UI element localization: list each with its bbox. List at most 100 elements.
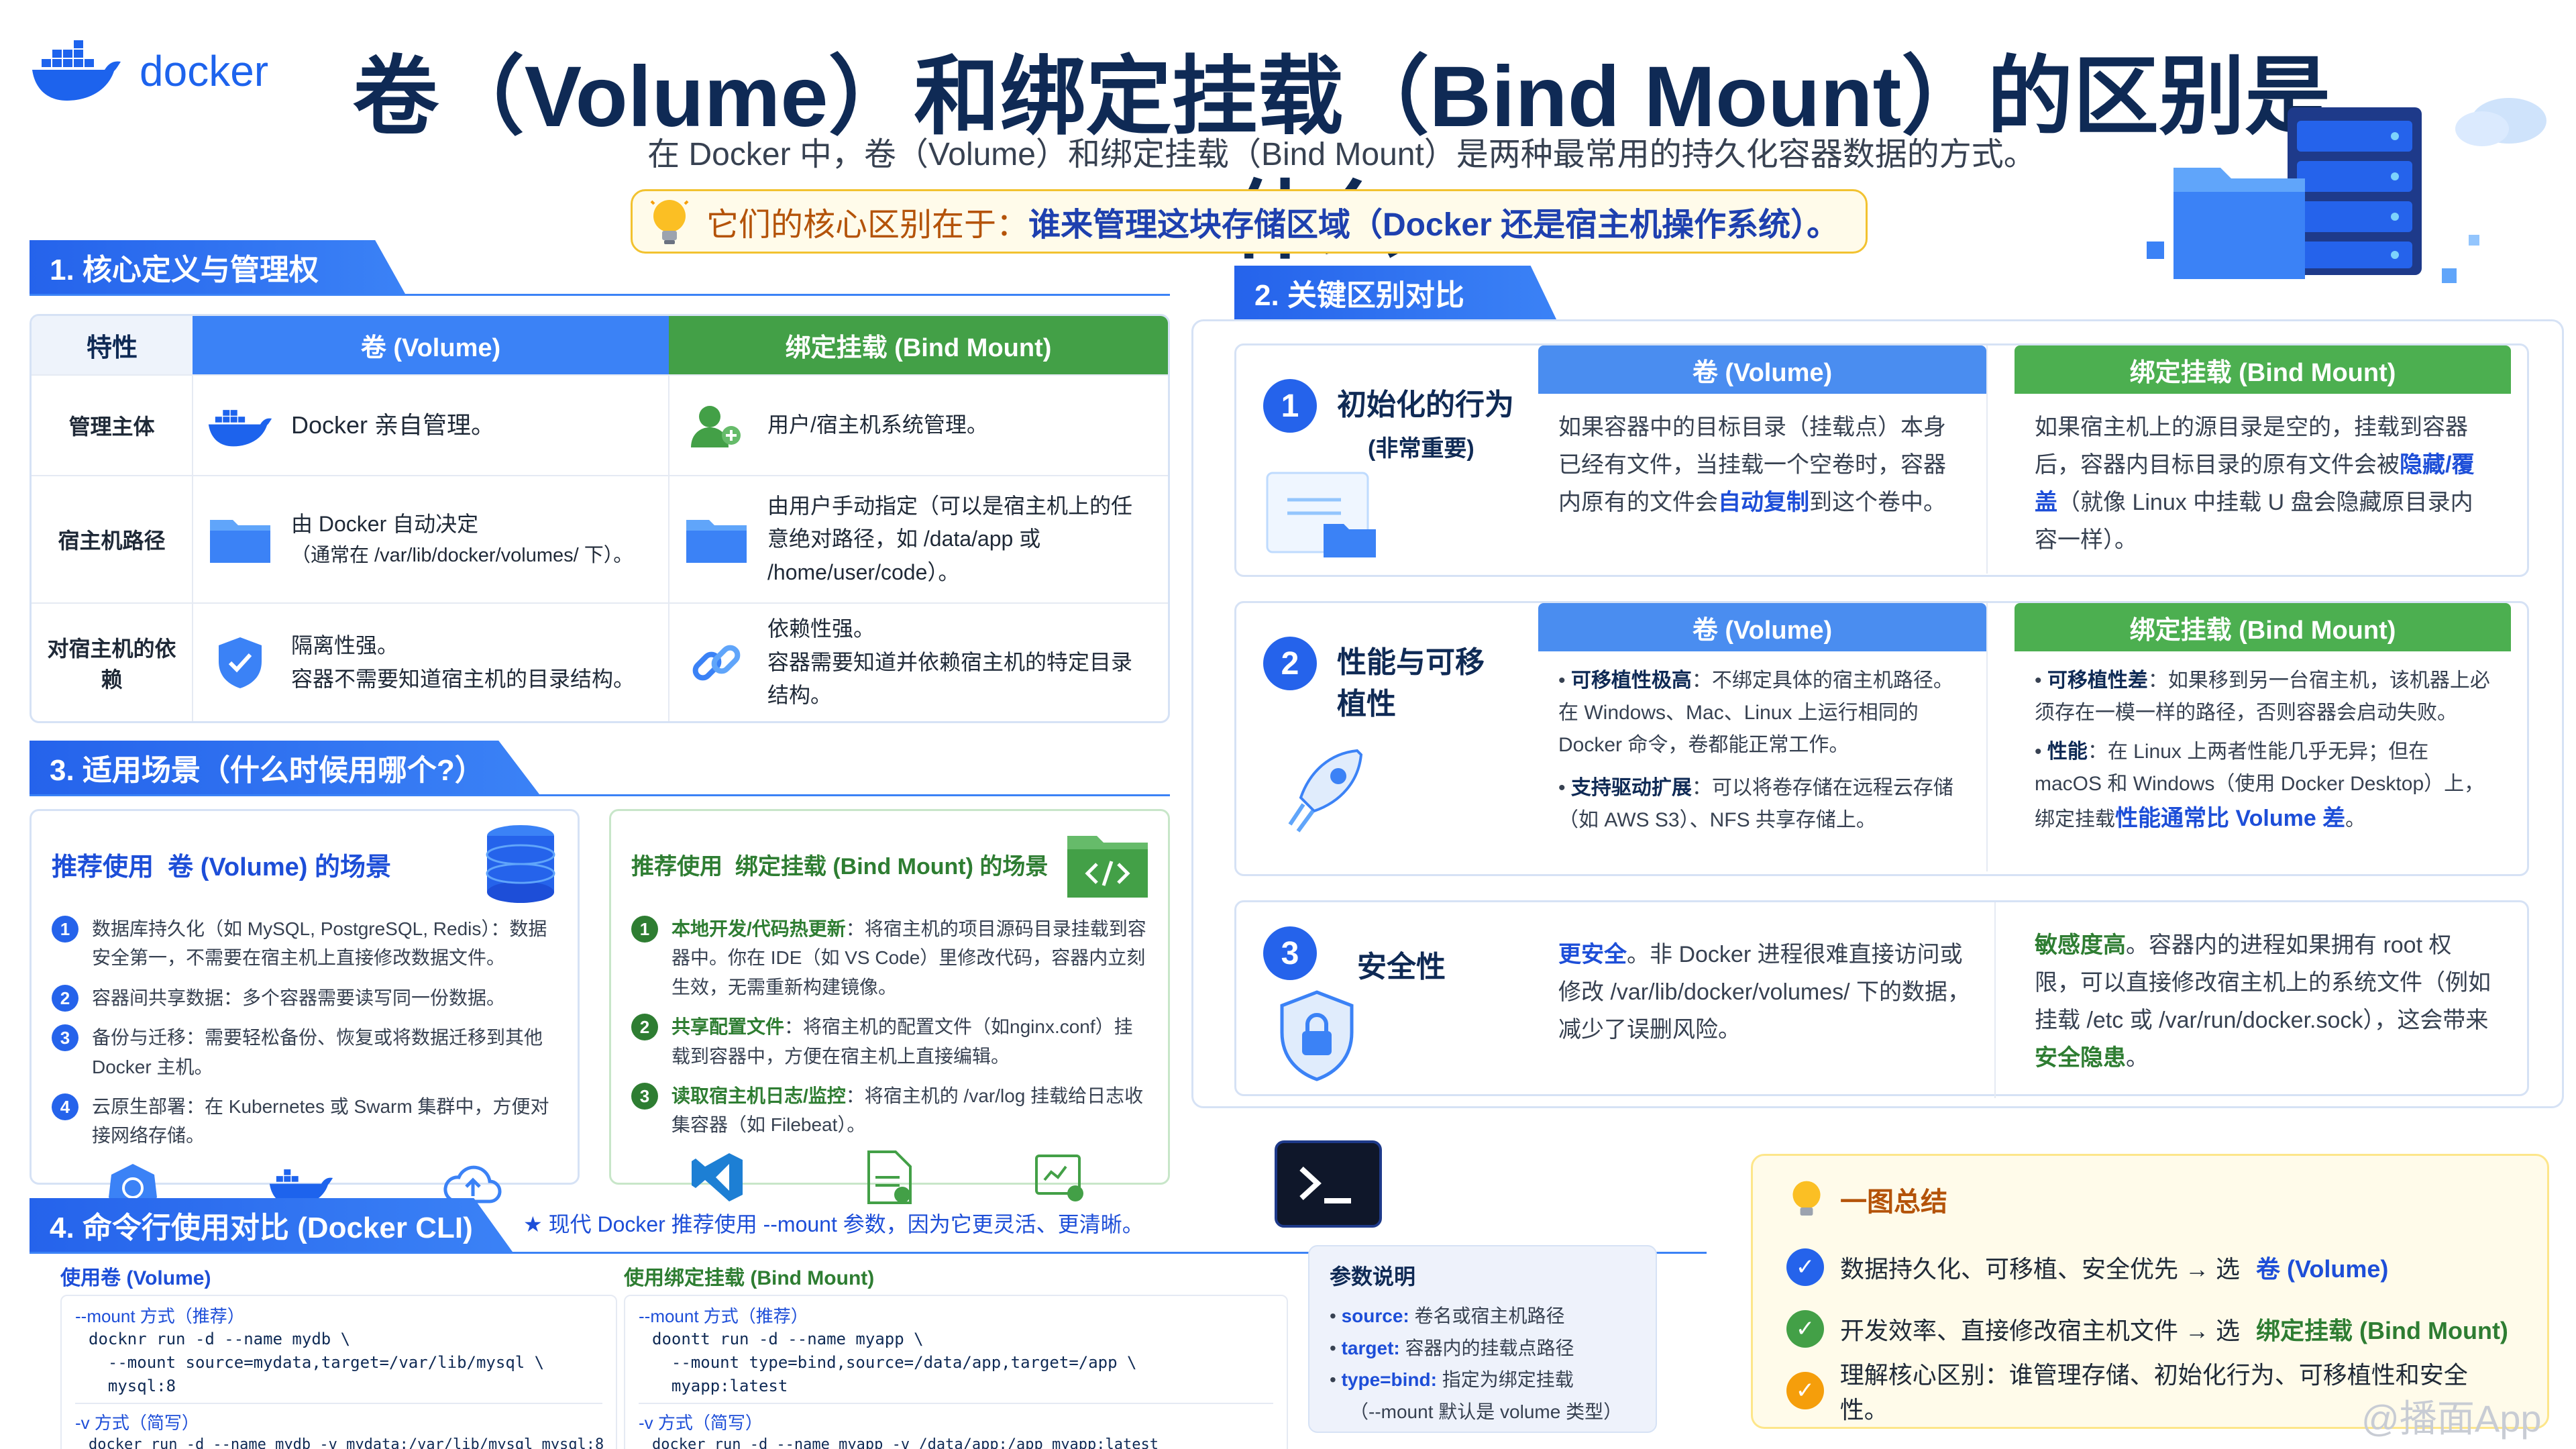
note-text: 现代 Docker 推荐使用 --mount 参数，因为它更灵活、更清晰。: [548, 1212, 1144, 1236]
cell-text: 依赖性强。: [767, 616, 875, 641]
volume-cli-label: 使用卷 (Volume): [60, 1267, 211, 1289]
section3-header: 3. 适用场景（什么时候用哪个?）: [30, 741, 539, 794]
database-icon: [486, 825, 555, 903]
cell-text: 由用户手动指定（可以是宿主机上的任意绝对路径，如 /data/app 或 /ho…: [767, 493, 1133, 584]
init-bind-text: 如果宿主机上的源目录是空的，挂载到容器后，容器内目标目录的原有文件会被隐藏/覆盖…: [2035, 415, 2475, 553]
v-label: -v 方式（简写）: [75, 1413, 199, 1434]
row-label: 管理主体: [32, 375, 193, 476]
volume-head: 卷 (Volume): [1538, 603, 1986, 651]
compare-card-perf: 2 性能与可移植性 卷 (Volume) • 可移植性极高：不绑定具体的宿主机路…: [1234, 601, 2529, 876]
section1-header: 1. 核心定义与管理权: [30, 240, 405, 294]
core-difference-banner: 它们的核心区别在于： 谁来管理这块存储区域（Docker 还是宿主机操作系统）。: [631, 189, 1868, 254]
params-box: 参数说明 • source: 卷名或宿主机路径 • target: 容器内的挂载…: [1308, 1245, 1657, 1433]
document-folder-icon: [1266, 472, 1376, 557]
docker-whale-icon: [32, 40, 121, 101]
cell-text: Docker 亲自管理。: [291, 411, 496, 439]
card-title: 初始化的行为: [1337, 388, 1514, 421]
volume-v-code: docker run -d --name mydb -v mydata:/var…: [89, 1436, 604, 1449]
server-folder-illustration: [2147, 98, 2546, 283]
bind-mount-code: doontt run -d --name myapp \ --mount typ…: [652, 1330, 1137, 1395]
check-icon: ✓: [1786, 1248, 1824, 1286]
num-badge: 1: [1263, 379, 1317, 433]
rocket-icon: [1288, 749, 1363, 833]
compare-card-security: 3 安全性 更安全。非 Docker 进程很难直接访问或修改 /var/lib/…: [1234, 900, 2529, 1098]
section2-title: 2. 关键区别对比: [1234, 266, 1556, 319]
watermark: @播面App: [2361, 1397, 2542, 1440]
summary-item: ✓理解核心区别：谁管理存储、初始化行为、可移植性和安全性。: [1786, 1360, 2514, 1424]
docker-logo: docker: [30, 39, 268, 103]
num-badge: 3: [1263, 926, 1317, 980]
card-title: 安全性: [1357, 951, 1446, 983]
perf-bind-text: • 可移植性差：如果移到另一台宿主机，该机器上必须存在一模一样的路径，否则容器会…: [2035, 669, 2490, 831]
summary-title: 一图总结: [1840, 1187, 1947, 1217]
shield-check-icon: [207, 636, 274, 690]
cell-note: （通常在 /var/lib/docker/volumes/ 下）。: [291, 545, 633, 567]
card-title: 性能与可移植性: [1337, 646, 1485, 720]
check-icon: ✓: [1786, 1310, 1824, 1348]
section3-divider: [30, 794, 1170, 796]
summary-item: ✓数据持久化、可移植、安全优先 → 选卷 (Volume): [1786, 1236, 2514, 1298]
bind-scenarios-title: 绑定挂载 (Bind Mount) 的场景: [735, 853, 1049, 879]
folder-icon: [683, 513, 750, 566]
param-row: • type=bind: 指定为绑定挂载: [1330, 1369, 1574, 1391]
bind-cli-label: 使用绑定挂载 (Bind Mount): [624, 1267, 875, 1289]
section1-divider: [30, 294, 1170, 296]
section4-header: 4. 命令行使用对比 (Docker CLI): [30, 1198, 513, 1252]
section4-divider: [30, 1252, 1707, 1254]
security-volume-text: 更安全。非 Docker 进程很难直接访问或修改 /var/lib/docker…: [1558, 942, 1971, 1043]
star-icon: ★: [523, 1212, 543, 1236]
compare-card-init: 1 初始化的行为 (非常重要) 卷 (Volume) 如果容器中的目标目录（挂载…: [1234, 343, 2529, 577]
col-volume: 卷 (Volume): [193, 316, 669, 376]
cell-text: 用户/宿主机系统管理。: [767, 413, 988, 437]
definition-table: 特性 卷 (Volume) 绑定挂载 (Bind Mount) 管理主体 Doc…: [30, 314, 1170, 723]
row-label: 宿主机路径: [32, 476, 193, 604]
num-badge: 2: [1263, 637, 1317, 690]
section4-title: 4. 命令行使用对比 (Docker CLI): [30, 1198, 513, 1252]
params-note: （--mount 默认是 volume 类型）: [1350, 1401, 1623, 1422]
bind-tag: 推荐使用: [631, 853, 722, 879]
mount-label: --mount 方式（推荐）: [75, 1306, 245, 1326]
folder-icon: [207, 513, 274, 566]
core-text: 谁来管理这块存储区域（Docker 还是宿主机操作系统）。: [1028, 207, 1839, 243]
security-bind-text: 敏感度高。容器内的进程如果拥有 root 权限，可以直接修改宿主机上的系统文件（…: [2035, 932, 2491, 1071]
config-file-icon: [867, 1150, 912, 1204]
bind-cli-block: 使用绑定挂载 (Bind Mount) --mount 方式（推荐） doont…: [624, 1261, 1288, 1449]
comparison-panel: [1191, 319, 2564, 1108]
lightbulb-icon: [650, 200, 689, 244]
cell-text: 由 Docker 自动决定: [291, 511, 479, 536]
volume-cli-block: 使用卷 (Volume) --mount 方式（推荐） docknr run -…: [60, 1261, 617, 1449]
logo-text: docker: [140, 47, 269, 95]
col-feature: 特性: [32, 316, 193, 376]
mount-label: --mount 方式（推荐）: [639, 1306, 808, 1326]
vscode-icon: [692, 1152, 743, 1201]
user-add-icon: [683, 398, 750, 452]
cell-text: 隔离性强。: [291, 633, 399, 657]
volume-tag: 推荐使用: [52, 853, 154, 881]
summary-item: ✓开发效率、直接修改宿主机文件 → 选绑定挂载 (Bind Mount): [1786, 1298, 2514, 1360]
table-row: 对宿主机的依赖 隔离性强。容器不需要知道宿主机的目录结构。 依赖性强。容器需要知…: [32, 603, 1168, 721]
summary-box: 一图总结 ✓数据持久化、可移植、安全优先 → 选卷 (Volume) ✓开发效率…: [1751, 1154, 2549, 1429]
param-row: • target: 容器内的挂载点路径: [1330, 1337, 1574, 1358]
bind-head: 绑定挂载 (Bind Mount): [2015, 603, 2511, 651]
section4-note: ★ 现代 Docker 推荐使用 --mount 参数，因为它更灵活、更清晰。: [523, 1208, 1144, 1238]
page-subtitle: 在 Docker 中，卷（Volume）和绑定挂载（Bind Mount）是两种…: [647, 137, 2036, 172]
volume-scenarios-title: 卷 (Volume) 的场景: [168, 853, 391, 881]
terminal-icon: [1275, 1140, 1382, 1228]
param-row: • source: 卷名或宿主机路径: [1330, 1305, 1565, 1326]
code-folder-icon: [1067, 836, 1148, 898]
row-label: 对宿主机的依赖: [32, 603, 193, 721]
bind-head: 绑定挂载 (Bind Mount): [2015, 345, 2511, 394]
section3-title: 3. 适用场景（什么时候用哪个?）: [30, 741, 539, 794]
core-prefix: 它们的核心区别在于：: [706, 207, 1029, 243]
chain-link-icon: [683, 636, 750, 690]
check-icon: ✓: [1786, 1372, 1824, 1409]
table-row: 管理主体 Docker 亲自管理。 用户/宿主机系统管理。: [32, 375, 1168, 476]
